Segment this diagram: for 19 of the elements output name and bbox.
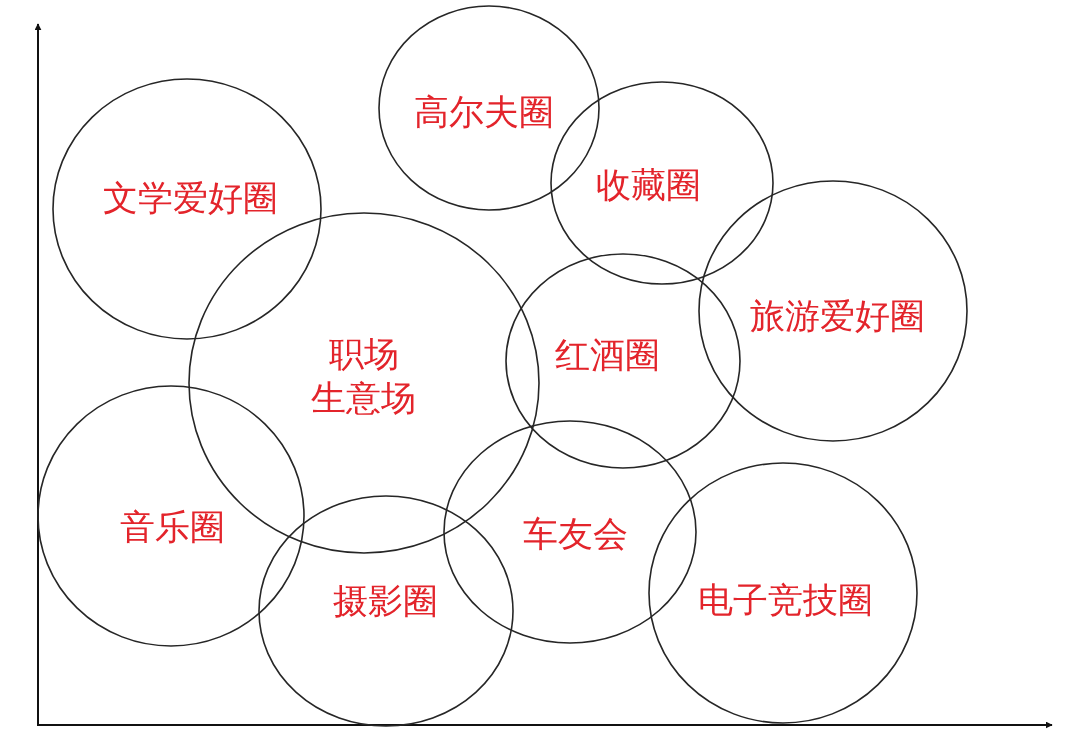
circle [698,180,968,442]
circle [550,81,774,285]
circle-label: 收藏圈 [595,167,701,203]
circle-label: 文学爱好圈 [102,180,278,216]
circle-label: 红酒圈 [554,337,660,373]
circle-label: 生意场 [310,380,416,416]
circle-label: 电子竞技圈 [697,582,873,618]
circle-label: 音乐圈 [119,509,225,545]
circle-label: 旅游爱好圈 [749,298,925,334]
circle-label: 职场 [329,336,399,372]
circle-label: 高尔夫圈 [414,94,554,130]
circle [258,495,514,727]
circle-label: 摄影圈 [332,583,438,619]
circle [443,420,697,644]
circle [37,385,305,647]
circle [648,462,918,724]
circle [505,253,741,469]
circle-label: 车友会 [522,516,628,552]
circle [52,78,322,340]
